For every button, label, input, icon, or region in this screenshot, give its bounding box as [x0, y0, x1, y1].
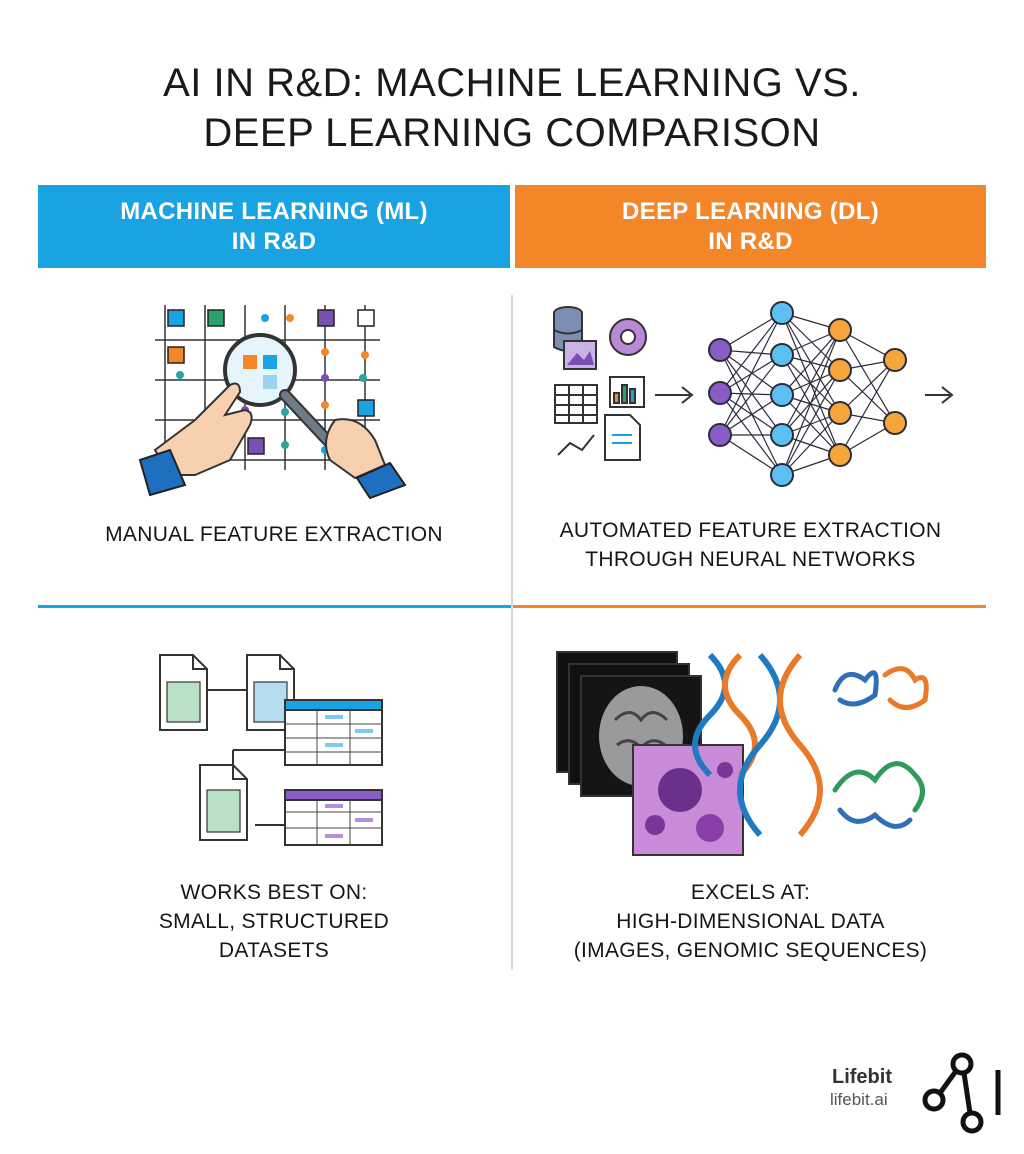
- title-line-1: AI IN R&D: MACHINE LEARNING VS.: [163, 61, 861, 105]
- ml-header-line-2: IN R&D: [231, 227, 317, 255]
- brand-name: Lifebit: [832, 1066, 892, 1088]
- dl-data-caption-line-2: HIGH-DIMENSIONAL DATA: [616, 910, 885, 933]
- ml-data-caption: WORKS BEST ON: SMALL, STRUCTURED DATASET…: [38, 878, 510, 965]
- lifebit-brand: Lifebit lifebit.ai: [820, 1048, 1010, 1138]
- ml-row-divider: [38, 605, 511, 608]
- dl-header-line-2: IN R&D: [708, 227, 793, 255]
- ml-column-header: MACHINE LEARNING (ML) IN R&D: [38, 185, 510, 268]
- medical-images-dna-protein-icon: [555, 650, 945, 865]
- ml-data-caption-line-1: WORKS BEST ON:: [180, 881, 368, 904]
- ml-feature-caption: MANUAL FEATURE EXTRACTION: [105, 523, 443, 546]
- title-line-2: DEEP LEARNING COMPARISON: [203, 111, 821, 155]
- dl-column-header: DEEP LEARNING (DL) IN R&D: [515, 185, 986, 268]
- dl-feature-caption: AUTOMATED FEATURE EXTRACTION THROUGH NEU…: [515, 516, 986, 574]
- spreadsheet-files-icon: [155, 650, 390, 855]
- dl-data-caption: EXCELS AT: HIGH-DIMENSIONAL DATA (IMAGES…: [515, 878, 986, 965]
- dl-data-caption-line-1: EXCELS AT:: [690, 881, 811, 904]
- brand-url: lifebit.ai: [830, 1090, 888, 1109]
- dl-header-line-1: DEEP LEARNING (DL): [622, 197, 879, 225]
- ml-data-caption-line-3: DATASETS: [218, 939, 330, 962]
- page-title: AI IN R&D: MACHINE LEARNING VS. DEEP LEA…: [0, 58, 1024, 158]
- dl-data-caption-line-3: (IMAGES, GENOMIC SEQUENCES): [573, 939, 928, 962]
- column-divider: [511, 295, 513, 970]
- ml-data-caption-line-2: SMALL, STRUCTURED: [158, 910, 390, 933]
- lifebit-logo-icon: [920, 1050, 1005, 1140]
- neural-network-icon: [550, 295, 960, 500]
- dl-feature-caption-line-2: THROUGH NEURAL NETWORKS: [585, 548, 916, 571]
- dl-feature-caption-line-1: AUTOMATED FEATURE EXTRACTION: [559, 519, 942, 542]
- dl-row-divider: [513, 605, 986, 608]
- ml-header-line-1: MACHINE LEARNING (ML): [120, 197, 428, 225]
- magnifying-glass-hands-icon: [135, 300, 410, 505]
